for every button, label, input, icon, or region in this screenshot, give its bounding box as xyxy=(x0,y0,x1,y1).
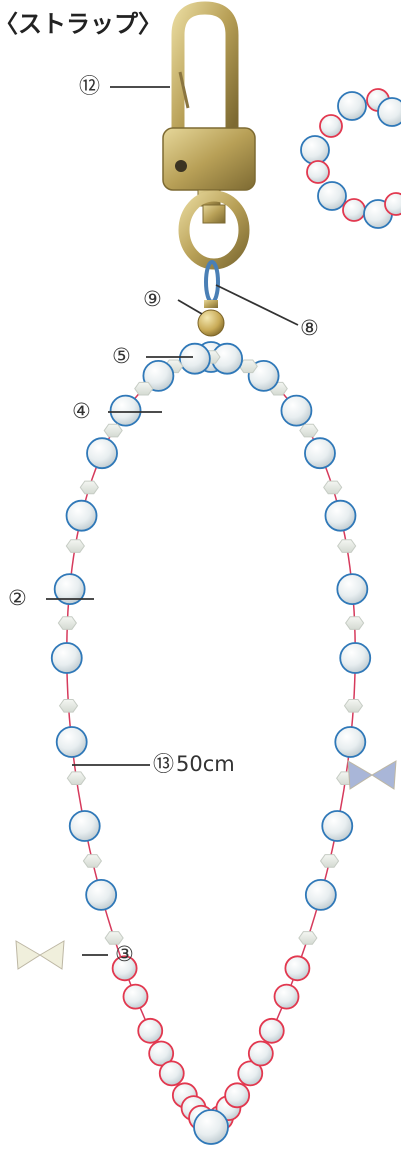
pearl-bead xyxy=(340,643,370,673)
crystal-bead xyxy=(60,699,78,712)
pearl-bead xyxy=(322,811,352,841)
loop-pearl xyxy=(378,98,401,126)
label-13-length: 50cm xyxy=(176,752,235,776)
label-12: ⑫ xyxy=(79,76,100,97)
strap-beads xyxy=(16,342,396,1144)
pearl-loop-detail xyxy=(301,89,401,228)
crystal-bead xyxy=(321,855,339,868)
pearl-bead xyxy=(305,438,335,468)
crystal-bead xyxy=(58,617,76,630)
lobster-clasp xyxy=(163,8,255,264)
crystal-bead xyxy=(104,424,122,437)
pearl-bead xyxy=(337,574,367,604)
loop-pearl xyxy=(301,136,329,164)
red-pearl xyxy=(225,1083,249,1107)
pearl-bead xyxy=(70,811,100,841)
pearl-bead xyxy=(306,880,336,910)
loop-pearl xyxy=(343,199,365,221)
page-title: 〈ストラップ〉 xyxy=(0,4,162,39)
crystal-bead xyxy=(135,382,153,395)
loop-pearl xyxy=(307,161,329,183)
label-8: ⑧ xyxy=(300,318,319,339)
crystal-bead xyxy=(299,932,317,945)
label-9: ⑨ xyxy=(143,289,162,310)
red-pearl xyxy=(138,1019,162,1043)
crystal-bead xyxy=(80,481,98,494)
crystal-bead xyxy=(67,772,85,785)
pearl-bead xyxy=(325,501,355,531)
label-13: ⑬50cm xyxy=(153,754,235,775)
gold-bead xyxy=(198,300,224,336)
crystal-bead xyxy=(338,540,356,553)
loop-pearl xyxy=(320,115,342,137)
pearl-bead xyxy=(281,396,311,426)
crystal-bead xyxy=(66,540,84,553)
butterfly-bead xyxy=(348,761,396,789)
label-3: ③ xyxy=(115,944,134,965)
red-pearl xyxy=(285,956,309,980)
crystal-bead xyxy=(344,699,362,712)
loop-pearl xyxy=(385,193,401,215)
red-pearl xyxy=(275,985,299,1009)
pearl-bead xyxy=(335,727,365,757)
loop-pearl xyxy=(318,182,346,210)
crystal-bead xyxy=(346,617,364,630)
pearl-bead xyxy=(111,396,141,426)
red-pearl xyxy=(260,1019,284,1043)
pearl-bead xyxy=(180,344,210,374)
crystal-bead xyxy=(83,855,101,868)
butterfly-bead xyxy=(16,941,64,969)
pearl-bead xyxy=(52,643,82,673)
loop-pearl xyxy=(338,92,366,120)
label-13-number: ⑬ xyxy=(153,752,174,776)
pearl-bead xyxy=(86,880,116,910)
pearl-bead xyxy=(57,727,87,757)
pearl-bead xyxy=(87,438,117,468)
bottom-pearl xyxy=(194,1110,228,1144)
red-pearl xyxy=(249,1041,273,1065)
crystal-bead xyxy=(324,481,342,494)
strap-cord xyxy=(67,357,355,1127)
pearl-bead xyxy=(67,501,97,531)
red-pearl xyxy=(160,1061,184,1085)
label-2: ② xyxy=(8,588,27,609)
red-pearl xyxy=(123,985,147,1009)
crystal-bead xyxy=(300,424,318,437)
label-4: ④ xyxy=(72,401,91,422)
label-5: ⑤ xyxy=(112,346,131,367)
